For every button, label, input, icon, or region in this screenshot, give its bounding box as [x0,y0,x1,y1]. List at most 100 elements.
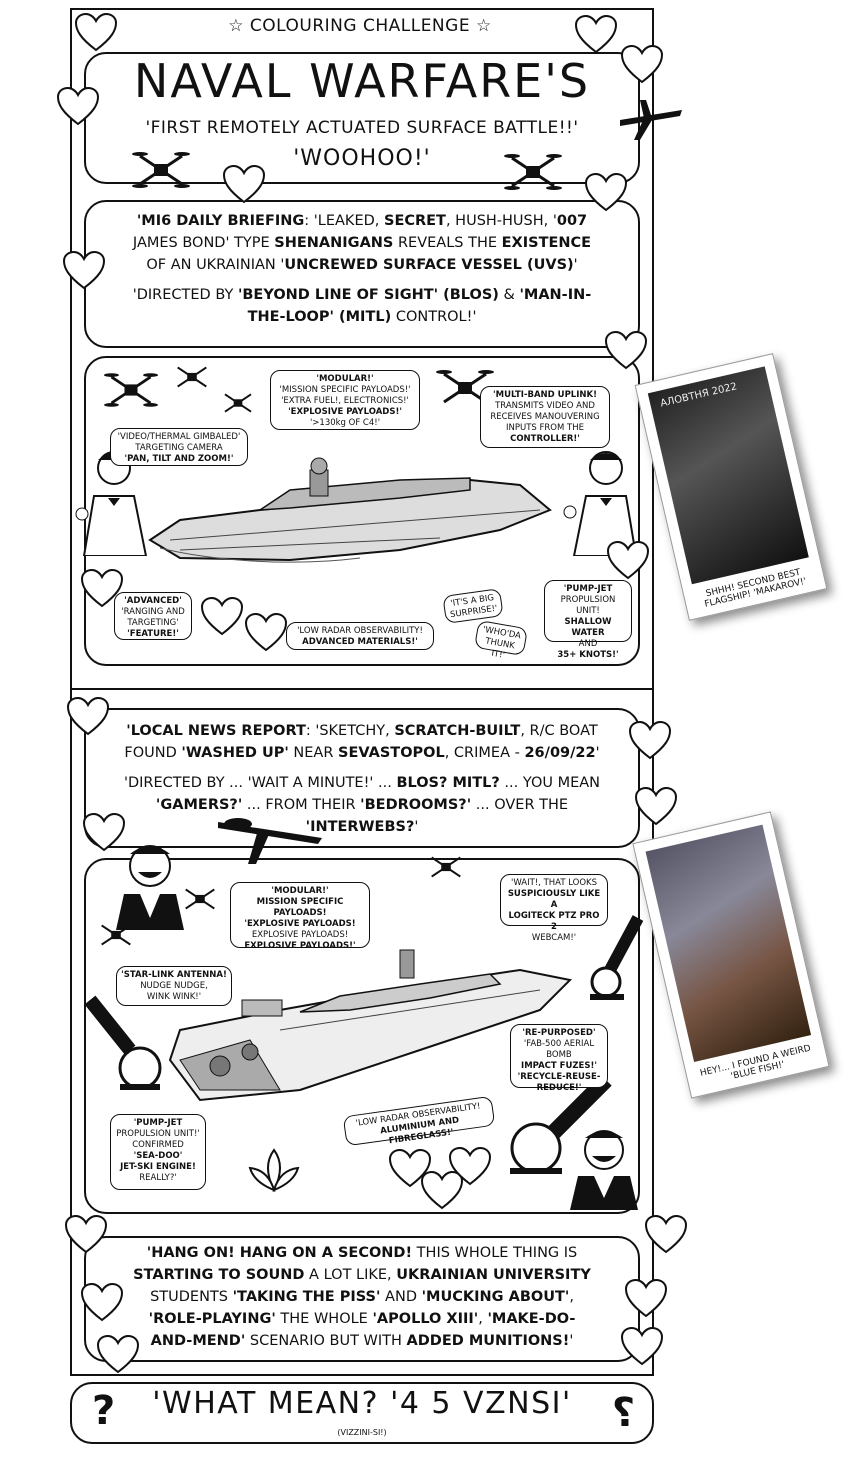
photo-image [645,824,812,1063]
laughing-man-right [570,1130,638,1210]
conclusion-text: 'HANG ON! HANG ON A SECOND! THIS WHOLE T… [92,1242,632,1352]
makarov-photo: АЛОВТНЯ 2022 SHHH! SECOND BEST FLAGSHIP!… [634,353,828,621]
bubble-line: 35+ KNOTS!' [557,650,619,660]
conclusion-piss: 'TAKING THE PISS' [232,1289,381,1305]
spy-character-left [75,451,148,556]
bubble-line: PROPULSION UNIT! [560,595,616,616]
blue-fish-photo: HEY!... I FOUND A WEIRD 'BLUE FISH!' [632,811,830,1099]
bubble-line: JET-SKI ENGINE! [120,1162,196,1172]
briefing-text-span: TYPE [229,235,275,251]
advanced-bubble: 'ADVANCED' 'RANGING AND TARGETING' 'FEAT… [114,592,192,640]
bubble-line: SUSPICIOUSLY LIKE A [507,889,601,910]
news-blos-mitl: BLOS? MITL? [396,775,500,791]
military-drone-icon [218,818,322,864]
bubble-line: AND [578,639,598,649]
drone-icon [185,888,215,910]
bong-icon [84,995,162,1090]
bubble-line: 'EXTRA FUEL!, ELECTRONICS!' [281,396,409,406]
comic-frame [70,8,654,1376]
heart-icon [80,568,124,608]
news-text-span: FOUND [124,745,182,761]
bubble-line: RECEIVES MANOUVERING [490,412,600,422]
briefing-text-span: OF AN UKRAINIAN ' [146,257,285,273]
news-text: 'LOCAL NEWS REPORT: 'SKETCHY, SCRATCH-BU… [92,720,632,838]
bubble-line: LOGITECK PTZ PRO 2 [508,911,600,932]
conclusion-roleplaying: 'ROLE-PLAYING' [148,1311,276,1327]
bubble-line: WEBCAM!' [531,933,577,943]
news-gamers: 'GAMERS?' [155,797,243,813]
briefing-text: 'MI6 DAILY BRIEFING: 'LEAKED, SECRET, HU… [92,210,632,328]
bubble-line: 'FEATURE!' [127,629,179,639]
conclusion-text-span: , [569,1289,574,1305]
drone-icon [104,373,158,407]
heart-icon [584,172,628,212]
briefing-existence: EXISTENCE [501,235,592,251]
bubble-line: 'SEA-DOO' [133,1151,183,1161]
bubble-line: 'MISSION SPECIFIC PAYLOADS!' [279,385,411,395]
bubble-line: REALLY?' [139,1173,177,1183]
heart-icon [620,44,664,84]
heart-icon [56,86,100,126]
bubble-line: 'WAIT!, THAT LOOKS [510,878,598,888]
news-date: 26/09/22 [524,745,596,761]
news-interwebs: 'INTERWEBS? [305,819,415,835]
news-bedrooms: 'BEDROOMS?' [360,797,472,813]
news-text-span: , CRIMEA - [444,745,525,761]
briefing-text-span: & [498,287,520,303]
bubble-line: '>130kg OF C4!' [309,418,381,428]
bubble-line: EXPLOSIVE PAYLOADS! [251,930,349,940]
conclusion-text-span: ' [569,1333,574,1349]
bong-icon [510,1074,612,1174]
news-text-span: 'DIRECTED BY ... 'WAIT A MINUTE!' ... [123,775,397,791]
conclusion-make-do: 'MAKE-DO- [487,1311,576,1327]
bubble-line: 'VIDEO/THERMAL GIMBALED' [117,432,241,442]
conclusion-box [84,1236,640,1362]
bubble-line: SHALLOW WATER [564,617,612,638]
conclusion-apollo: 'APOLLO XIII' [372,1311,479,1327]
woohoo-exclaim: 'WOOHOO!' [293,146,431,171]
bubble-line: 'RE-PURPOSED' [522,1028,596,1038]
heart-icon [604,330,648,370]
bubble-line: PROPULSION UNIT!' [116,1129,200,1139]
starlink-bubble: 'STAR-LINK ANTENNA! NUDGE NUDGE, WINK WI… [116,966,232,1006]
briefing-secret: SECRET [384,213,446,229]
conclusion-hang-on: 'HANG ON! HANG ON A SECOND! [146,1245,413,1261]
rc-boat-illustration [168,949,573,1102]
news-scratch-built: SCRATCH-BUILT [394,723,521,739]
heart-icon [634,786,678,826]
heart-icon [448,1146,492,1186]
bubble-line: 'LOW RADAR OBSERVABILITY! [297,626,423,636]
bubble-line: EXPLOSIVE PAYLOADS!' [244,941,356,951]
bubble-line: TRANSMITS VIDEO AND [495,401,595,411]
heart-icon [96,1334,140,1374]
modular-bubble-2: 'MODULAR!' MISSION SPECIFIC PAYLOADS! 'E… [230,882,370,951]
drone-icon [101,924,131,946]
bubble-line: 'PUMP-JET [133,1118,183,1128]
conclusion-munitions: ADDED MUNITIONS! [406,1333,570,1349]
heart-icon [200,596,244,636]
news-text-span: ... YOU MEAN [499,775,601,791]
conclusion-text-span: STUDENTS [150,1289,233,1305]
drone-icon [132,152,190,188]
heart-icon [420,1170,464,1210]
drone-icon [504,154,562,190]
bubble-line: CONTROLLER!' [510,434,580,444]
bubble-line: TARGETING CAMERA [135,443,223,453]
conclusion-mend: AND-MEND' [150,1333,246,1349]
news-washed-up: 'WASHED UP' [181,745,289,761]
question-mark-icon: ? [92,1388,116,1434]
panel-divider [70,688,654,690]
briefing-text-span: : 'LEAKED, [304,213,384,229]
briefing-text-span: JAMES BOND' [132,235,230,251]
spy-character-right [563,451,638,556]
pumpjet-bubble-1: 'PUMP-JET PROPULSION UNIT! SHALLOW WATER… [544,580,632,660]
bubble-line: 'FAB-500 AERIAL BOMB [523,1039,595,1060]
briefing-007: 007 [556,213,588,229]
heart-icon [80,1282,124,1322]
radar-bubble-1: 'LOW RADAR OBSERVABILITY! ADVANCED MATER… [286,622,434,650]
bubble-line: CONFIRMED [132,1140,184,1150]
heart-icon [620,1326,664,1366]
heart-icon [64,1214,108,1254]
heart-icon [244,612,288,652]
bubble-line: 'MULTI-BAND UPLINK! [493,390,597,400]
